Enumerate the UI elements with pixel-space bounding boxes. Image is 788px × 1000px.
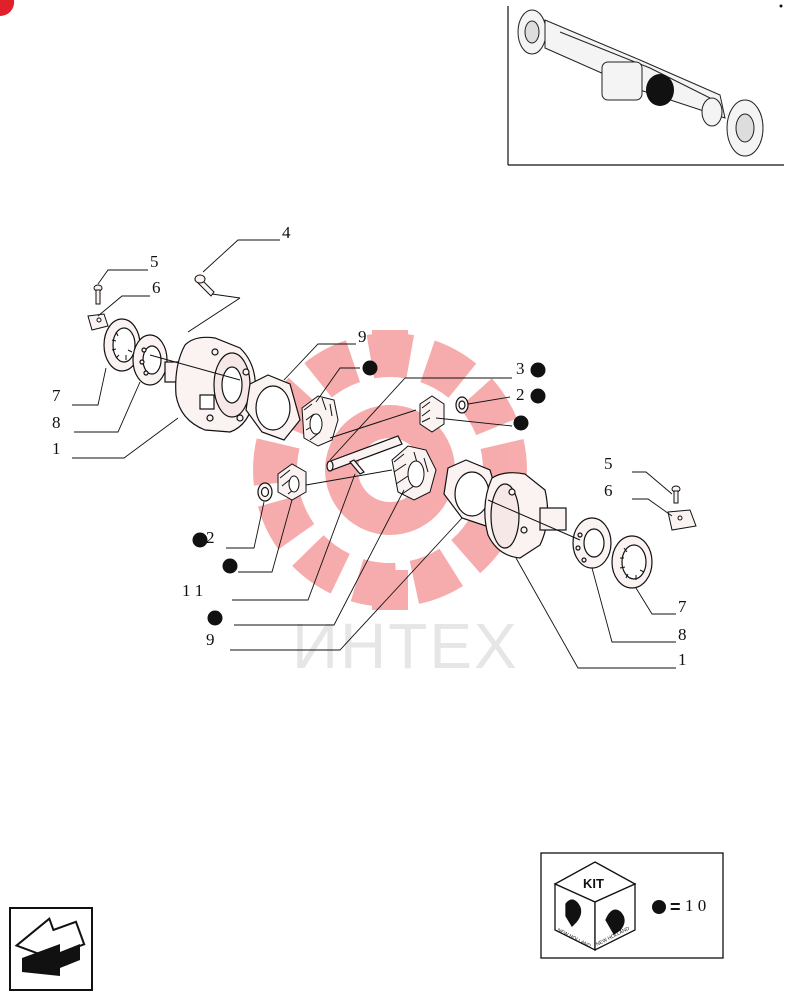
bolt-5-right: [671, 485, 681, 504]
diff-housing-half-1-left: [164, 336, 257, 433]
callout-4: 4: [282, 223, 291, 242]
kit-equals: =: [670, 897, 681, 917]
bolt-4: [194, 274, 215, 297]
kit-bullet: [513, 415, 529, 431]
lock-plate-6-left: [87, 313, 109, 331]
callout-9-top: 9: [358, 327, 367, 346]
kit-bullets: [192, 360, 546, 626]
callout-7-left: 7: [52, 386, 61, 405]
planet-pinion-upper: [419, 395, 445, 433]
kit-legend: KIT NEW HOLLAND NEW HOLLAND = 1 0: [540, 852, 724, 959]
ring-nut-7-right: [611, 535, 653, 589]
kit-box-label: KIT: [583, 876, 604, 891]
callout-6-left: 6: [152, 278, 161, 297]
callout-8-left: 8: [52, 413, 61, 432]
cross-pin-11: [326, 435, 403, 475]
kit-legend-bullet: [652, 900, 666, 914]
assembly-axis-lines: [149, 293, 581, 541]
kit-bullet: [362, 360, 378, 376]
kit-bullet: [222, 558, 238, 574]
leader-lines: [72, 239, 676, 669]
bolt-5-left: [93, 284, 103, 305]
callout-6-right: 6: [604, 481, 613, 500]
side-gear-upper: [301, 395, 339, 447]
callout-3: 3: [516, 359, 525, 378]
callout-5-right: 5: [604, 454, 613, 473]
thrust-washer-2-left: [257, 482, 273, 502]
thrust-washer-9-top: [245, 374, 301, 441]
back-arrow-icon[interactable]: [9, 907, 93, 991]
kit-bullet: [530, 362, 546, 378]
side-gear-lower: [391, 445, 437, 501]
callout-1-right: 1: [678, 650, 687, 669]
callout-7-right: 7: [678, 597, 687, 616]
kit-bullet: [530, 388, 546, 404]
axle-overview-inset: [507, 6, 784, 166]
diff-housing-half-1-right: [484, 472, 567, 559]
callout-8-right: 8: [678, 625, 687, 644]
callout-2-right: 2: [516, 385, 525, 404]
callout-2-left: 2: [206, 528, 215, 547]
ring-nut-7-left: [103, 318, 141, 372]
bearing-8-right: [572, 517, 612, 569]
planet-pinion-lower: [277, 463, 307, 501]
kit-bullet: [192, 532, 208, 548]
highlight-differential: [646, 74, 674, 106]
corner-marker: [0, 0, 15, 17]
kit-bullet: [207, 610, 223, 626]
callout-9-bottom: 9: [206, 630, 215, 649]
callout-1-left: 1: [52, 439, 61, 458]
watermark-text: ИНТЕХ: [292, 610, 519, 682]
callout-5-left: 5: [150, 252, 159, 271]
thrust-washer-2-right: [455, 396, 469, 414]
kit-number: 1 0: [685, 896, 706, 915]
lock-plate-6-right: [667, 509, 697, 531]
callout-11: 1 1: [182, 581, 203, 600]
kit-box-icon: [553, 861, 637, 952]
corner-dot: [779, 4, 783, 8]
bearing-8-left: [132, 334, 168, 386]
callout-labels: 4 5 6 7 8 1 9 3 2 2 1 1 9 5 6 7 8 1: [52, 223, 687, 669]
